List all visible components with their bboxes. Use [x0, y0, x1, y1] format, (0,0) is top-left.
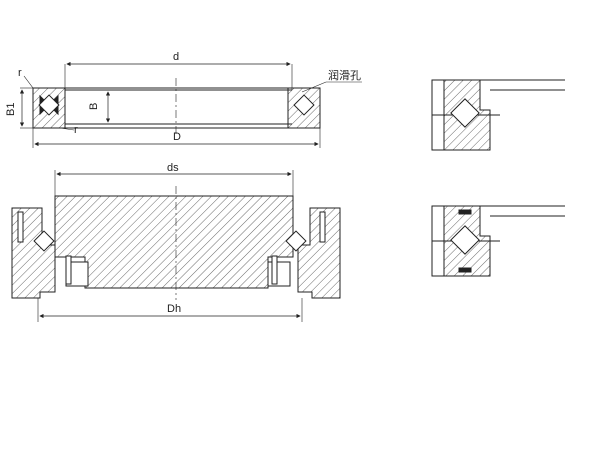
- right-roller: [285, 230, 307, 252]
- lube-hole-leader: [301, 81, 327, 93]
- label-B1: B1: [5, 103, 17, 116]
- seal-top: [458, 209, 472, 215]
- label-r-bottom: r: [74, 124, 78, 136]
- bolt-left-top: [17, 211, 24, 243]
- r-leader-bottom: [59, 127, 75, 131]
- seal-bottom: [458, 267, 472, 273]
- label-B: B: [88, 103, 100, 110]
- label-D: D: [173, 131, 181, 143]
- mounted-assembly-view: [11, 170, 341, 322]
- left-roller: [33, 230, 55, 252]
- right-housing: [297, 207, 341, 299]
- r-leader-top: [23, 75, 34, 89]
- label-d: d: [173, 51, 179, 63]
- label-ds: ds: [167, 162, 179, 174]
- bolt-right-top: [319, 211, 326, 243]
- label-lube-hole: 润滑孔: [328, 68, 361, 82]
- bearing-section-view: [19, 61, 362, 148]
- label-Dh: Dh: [167, 303, 181, 315]
- shaft-block: [54, 195, 294, 289]
- bolt-left-bottom: [65, 255, 72, 285]
- left-ring-section: [32, 87, 66, 129]
- bearing-body-outline: [32, 87, 321, 129]
- detail-section-upper: [431, 79, 565, 151]
- label-r-top: r: [18, 67, 22, 79]
- detail-section-lower: [431, 205, 565, 277]
- right-ring-section: [287, 87, 321, 129]
- bolt-right-bottom: [271, 255, 278, 285]
